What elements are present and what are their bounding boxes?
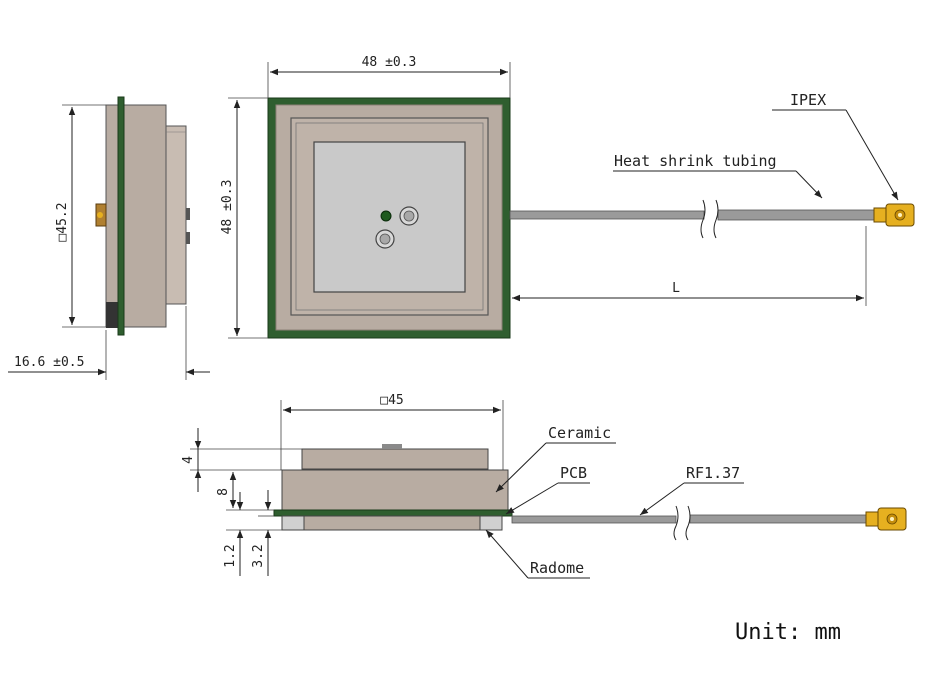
body-height-dim: 8 — [216, 488, 231, 496]
ceramic-height-dim: 4 — [181, 456, 196, 464]
ceramic-label: Ceramic — [548, 424, 611, 442]
ipex-connector-icon — [873, 203, 915, 227]
top-cable: L IPEX Heat shrink tubing — [509, 91, 915, 306]
pcb-label: PCB — [560, 464, 587, 482]
bottom-ipex-connector-icon — [865, 507, 907, 531]
pcb-height-dim: 1.2 — [223, 544, 238, 567]
side-square-dim: □45.2 — [55, 202, 70, 241]
cable-length-dim: L — [672, 281, 680, 296]
ipex-label: IPEX — [790, 91, 826, 109]
tubing-label: Heat shrink tubing — [614, 152, 777, 170]
total-height-dim: 3.2 — [251, 544, 266, 567]
top-width-dim: 48 ±0.3 — [362, 55, 417, 70]
cable-label: RF1.37 — [686, 464, 740, 482]
unit-label: Unit: mm — [735, 620, 841, 645]
side-view: □45.2 16.6 ±0.5 — [8, 96, 210, 380]
bottom-square-dim: □45 — [380, 393, 403, 408]
bottom-view: □45 4 8 1.2 3.2 Ceramic — [181, 393, 907, 579]
side-depth-dim: 16.6 ±0.5 — [14, 355, 84, 370]
top-view: 48 ±0.3 48 ±0.3 — [220, 55, 511, 339]
radome-label: Radome — [530, 559, 584, 577]
top-height-dim: 48 ±0.3 — [220, 180, 235, 235]
